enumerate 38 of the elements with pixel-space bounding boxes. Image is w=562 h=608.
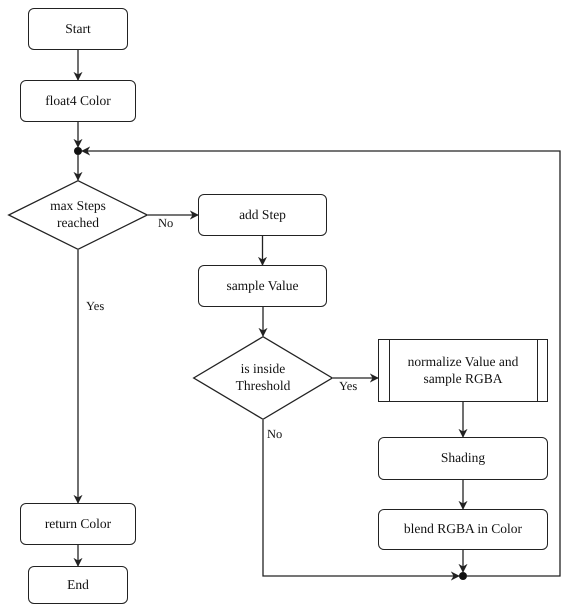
node-label: float4 Color <box>44 92 112 110</box>
arrow <box>148 210 199 220</box>
arrow <box>258 307 268 337</box>
arrow <box>73 155 83 181</box>
node-label: return Color <box>44 516 112 532</box>
arrow <box>73 250 83 504</box>
arrow <box>458 480 468 510</box>
node-label: sample Value <box>225 278 300 294</box>
process-box <box>198 265 327 307</box>
process-box <box>378 509 548 550</box>
node-label: normalize Value and sample RGBA <box>406 354 520 388</box>
arrow <box>258 236 268 266</box>
arrow <box>458 402 468 438</box>
node-label: Shading <box>440 450 486 467</box>
decision-diamond <box>193 336 333 420</box>
process-box <box>198 194 327 236</box>
node-label: End <box>66 576 90 594</box>
arrow <box>73 50 83 81</box>
arrow <box>333 373 379 383</box>
node-label: add Step <box>238 206 287 224</box>
node-label: blend RGBA in Color <box>402 521 524 538</box>
process-box <box>28 8 128 50</box>
node-label: Start <box>64 20 92 38</box>
junction-dot <box>74 147 82 155</box>
process-box <box>378 437 548 480</box>
process-box <box>20 80 136 122</box>
arrow <box>73 122 83 148</box>
subroutine-box <box>378 339 548 402</box>
arrow <box>73 545 83 567</box>
node-label: is inside Threshold <box>234 361 292 395</box>
node-label: max Steps reached <box>49 198 107 232</box>
process-box <box>28 566 128 604</box>
decision-diamond <box>8 180 148 250</box>
arrow <box>81 146 561 577</box>
arrow <box>262 420 460 581</box>
process-box <box>20 503 136 545</box>
junction-dot <box>459 572 467 580</box>
arrow <box>458 550 468 573</box>
